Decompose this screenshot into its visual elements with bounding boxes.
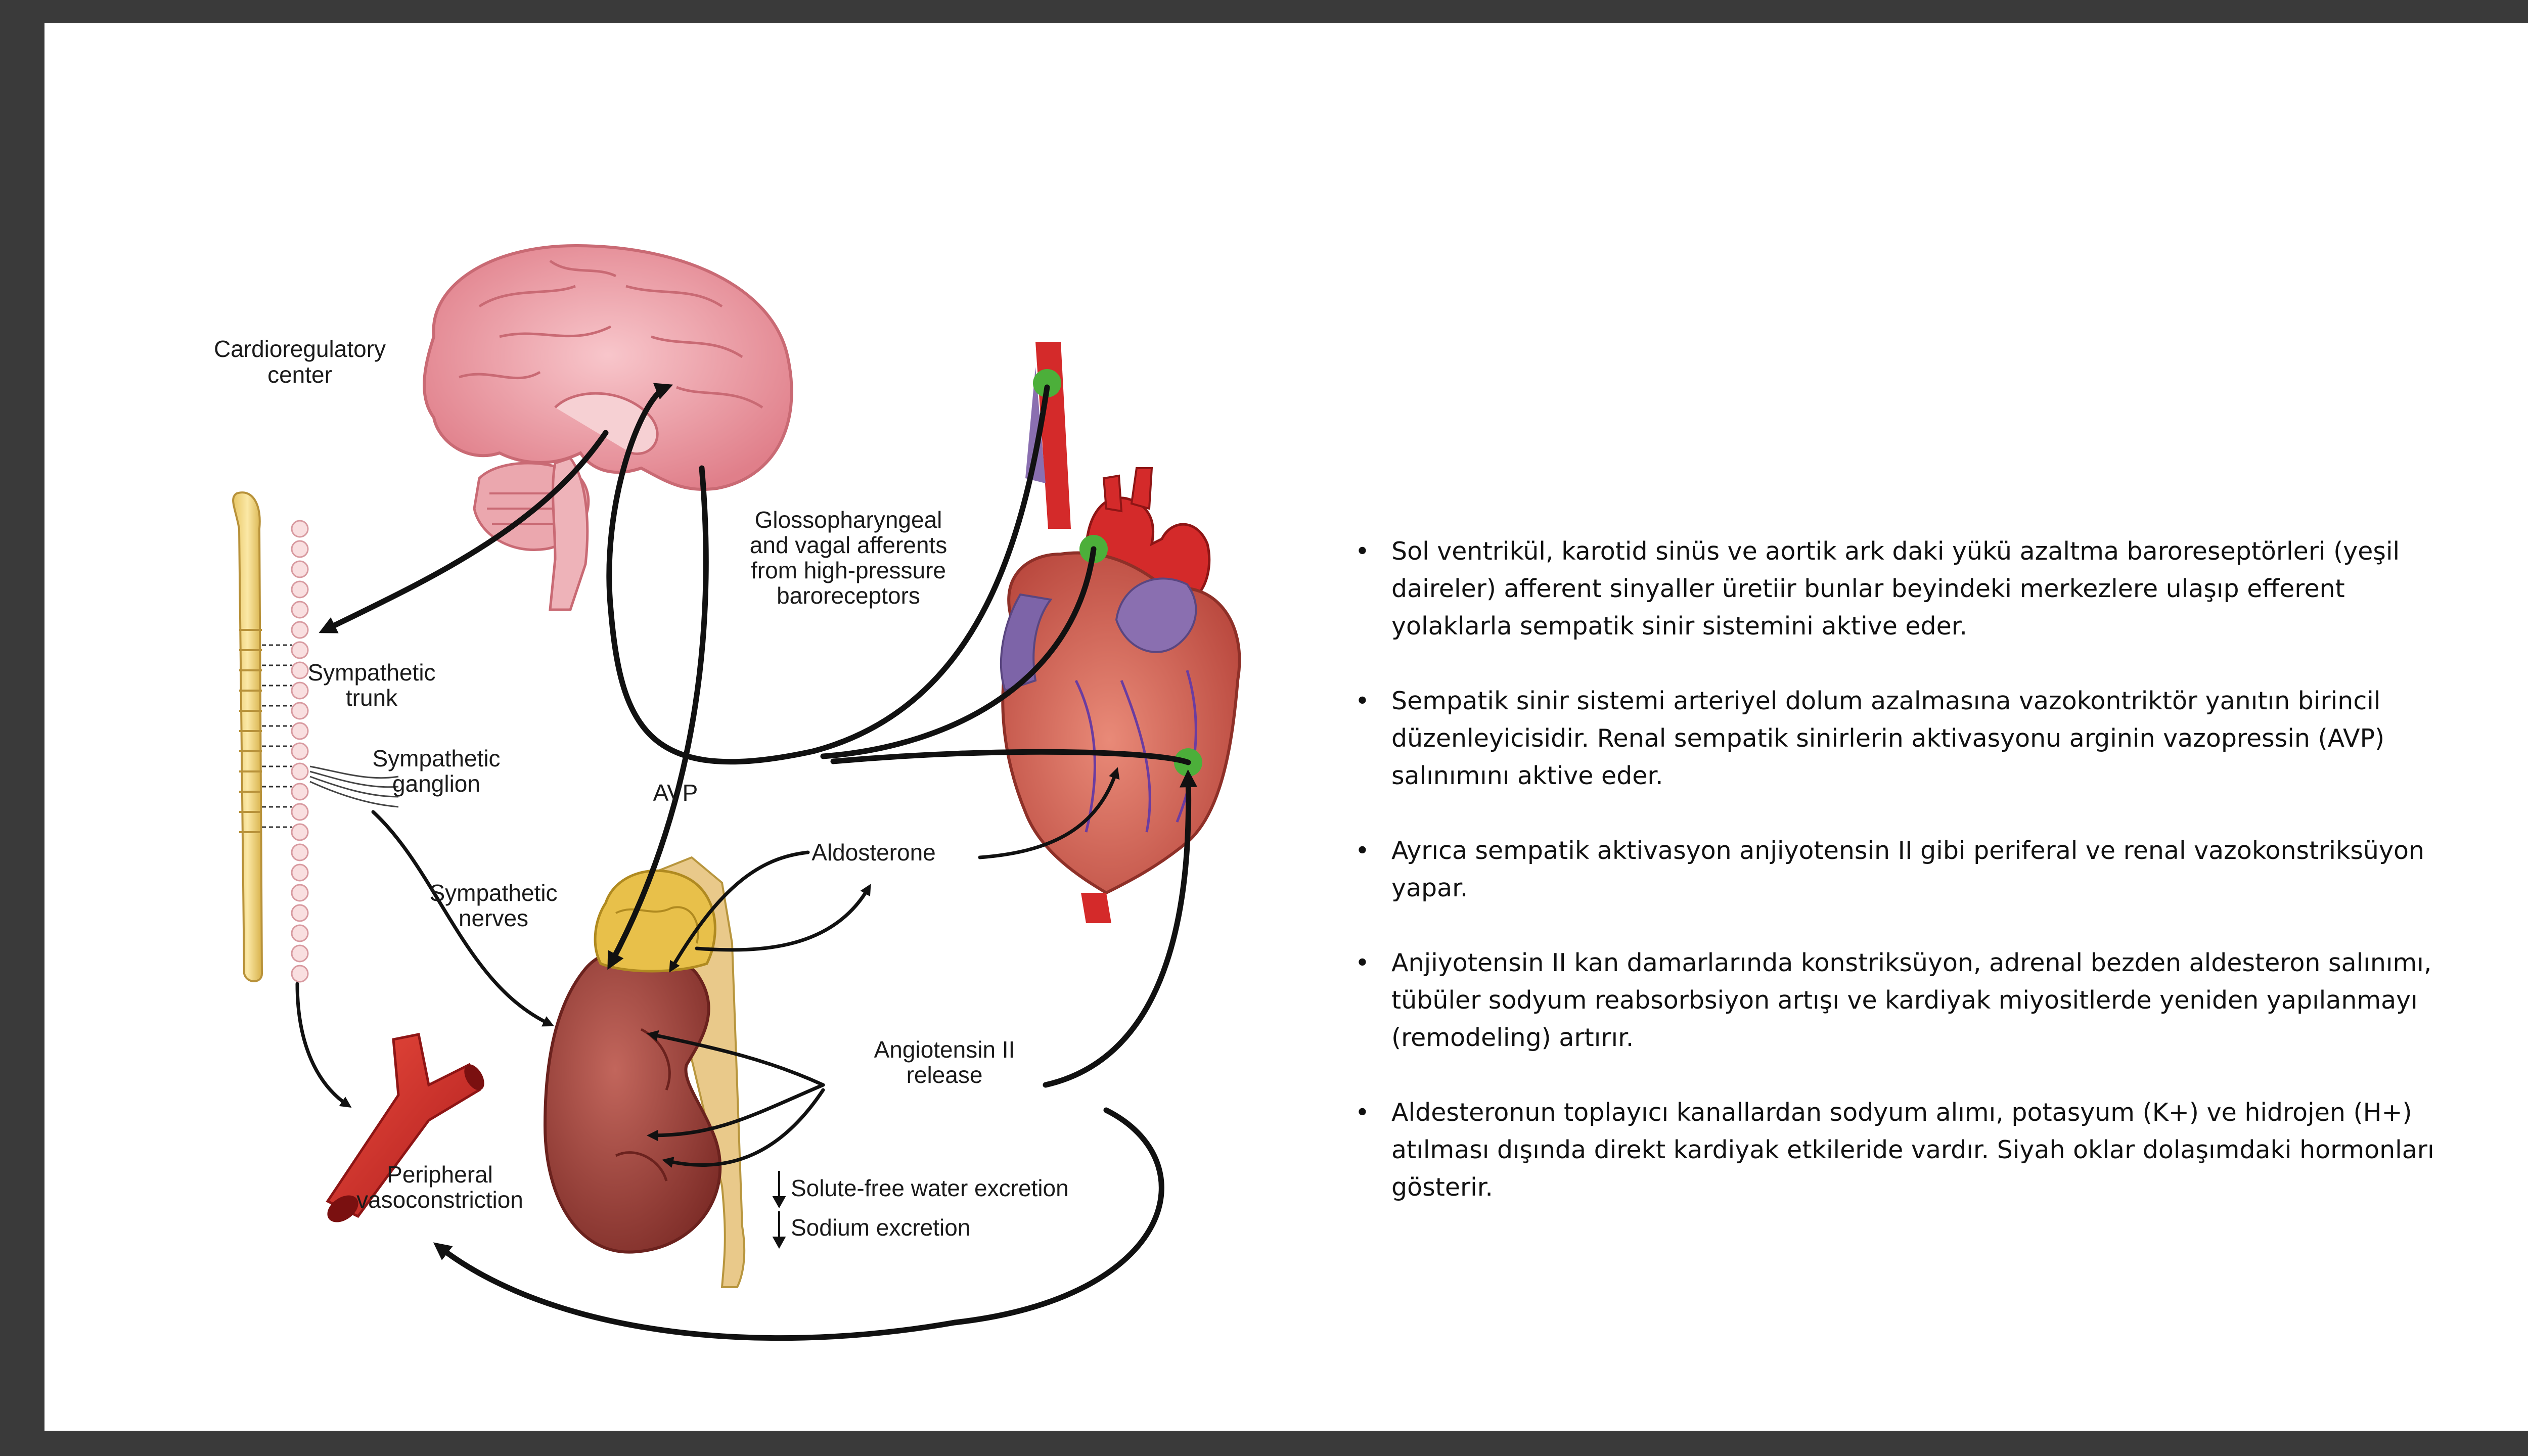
- aldosterone-adrenal-arrow: [669, 850, 810, 973]
- angiotensin-label: Angiotensin II: [874, 1036, 1015, 1063]
- bullet-line: tübüler sodyum reabsorbsiyon artışı ve k…: [1391, 986, 2418, 1015]
- bullet-line: atılması dışında direkt kardiyak etkiler…: [1391, 1135, 2434, 1164]
- aldosterone-label: Aldosterone: [811, 839, 936, 866]
- bullet-line: daireler) afferent sinyaller üretiir bun…: [1391, 574, 2345, 603]
- cardioregulatory-label: Cardioregulatory: [214, 336, 386, 362]
- sympathetic-nerves-label: Sympathetic: [429, 880, 557, 906]
- afferent-arrow: [606, 383, 1050, 765]
- bullet-line: Aldesteronun toplayıcı kanallardan sodyu…: [1391, 1098, 2412, 1127]
- raas-diagram: Cardioregulatory center Glossopharyngeal…: [214, 244, 1241, 1341]
- bullet-line: Anjiyotensin II kan damarlarında konstri…: [1391, 948, 2432, 977]
- angiotensin-to-kidney-lower-arrow: [662, 1088, 825, 1168]
- angiotensin-to-kidney-arrow: [647, 1030, 825, 1087]
- brain-illustration: [423, 244, 793, 611]
- sympathetic-ganglion-label: Sympathetic: [372, 745, 500, 771]
- slide: Cardioregulatory center Glossopharyngeal…: [44, 23, 2528, 1431]
- afferent-arrow: [820, 546, 1097, 759]
- sympathetic-nerves-arrow: [371, 810, 555, 1027]
- bullet-line: gösterir.: [1391, 1173, 1493, 1202]
- sympathetic-ganglion-label: ganglion: [392, 770, 480, 797]
- bullet-line: yolaklarla sempatik sinir sistemini akti…: [1391, 612, 1968, 641]
- bullet-line: Sol ventrikül, karotid sinüs ve aortik a…: [1391, 537, 2400, 566]
- bullet-dot-icon: •: [1355, 537, 1370, 566]
- bullet-line: Ayrıca sempatik aktivasyon anjiyotensin …: [1391, 836, 2425, 865]
- bullet-line: yapar.: [1391, 874, 1468, 902]
- angiotensin-to-vessel-arrow: [433, 1107, 1164, 1341]
- bullet-item: • Aldesteronun toplayıcı kanallardan sod…: [1355, 1094, 2493, 1206]
- avp-label: AVP: [653, 780, 698, 806]
- bullet-line: Sempatik sinir sistemi arteriyel dolum a…: [1391, 687, 2381, 715]
- glossopharyngeal-label: Glossopharyngeal: [755, 507, 942, 533]
- peripheral-vasoconstriction-label: Peripheral: [387, 1161, 493, 1188]
- sympathetic-trunk-illustration: [232, 491, 399, 983]
- diagram-labels: Cardioregulatory center Glossopharyngeal…: [214, 336, 1069, 1241]
- bullet-dot-icon: •: [1355, 1098, 1370, 1127]
- peripheral-vessel-illustration: [326, 1033, 484, 1222]
- bullet-dot-icon: •: [1355, 836, 1370, 865]
- bullet-item: • Sol ventrikül, karotid sinüs ve aortik…: [1355, 533, 2493, 645]
- bullet-dot-icon: •: [1355, 687, 1370, 715]
- angiotensin-to-adrenal-arrow: [647, 1083, 825, 1142]
- sympathetic-trunk-label: Sympathetic: [307, 659, 435, 686]
- sodium-excretion-label: Sodium excretion: [791, 1214, 970, 1241]
- baroreceptor-carotid: [1033, 369, 1061, 397]
- afferent-arrow: [830, 749, 1191, 765]
- glossopharyngeal-label: and vagal afferents: [750, 532, 947, 558]
- glossopharyngeal-label: baroreceptors: [777, 582, 920, 609]
- cardioregulatory-label: center: [267, 361, 332, 388]
- peripheral-vasoconstriction-label: vasoconstriction: [356, 1187, 523, 1213]
- bullet-dot-icon: •: [1355, 948, 1370, 977]
- angiotensin-label: release: [907, 1062, 983, 1088]
- trunk-to-vessel-arrow: [295, 982, 352, 1108]
- sympathetic-nerves-label: nerves: [459, 905, 528, 931]
- kidney-illustration: [543, 856, 746, 1288]
- glossopharyngeal-label: from high-pressure: [751, 557, 946, 583]
- bullet-list: • Sol ventrikül, karotid sinüs ve aortik…: [1355, 533, 2493, 1244]
- avp-arrow: [607, 465, 709, 970]
- pathway-arrows: [295, 383, 1198, 1341]
- bullet-line: salınımını aktive eder.: [1391, 761, 1663, 790]
- solute-free-water-label: Solute-free water excretion: [791, 1175, 1069, 1201]
- bullet-item: • Sempatik sinir sistemi arteriyel dolum…: [1355, 682, 2493, 795]
- bullet-line: (remodeling) artırır.: [1391, 1023, 1634, 1052]
- decrease-arrows: [772, 1171, 786, 1249]
- brain-to-trunk-arrow: [319, 430, 609, 633]
- bullet-item: • Ayrıca sempatik aktivasyon anjiyotensi…: [1355, 832, 2493, 907]
- sympathetic-trunk-label: trunk: [346, 685, 398, 711]
- bullet-item: • Anjiyotensin II kan damarlarında konst…: [1355, 944, 2493, 1057]
- bullet-line: düzenleyicisidir. Renal sempatik sinirle…: [1391, 724, 2385, 753]
- heart-illustration: [1000, 342, 1241, 923]
- aldosterone-release-arrow: [695, 884, 871, 952]
- aldosterone-to-heart-arrow: [978, 767, 1120, 859]
- angiotensin-to-heart-arrow: [1043, 769, 1198, 1088]
